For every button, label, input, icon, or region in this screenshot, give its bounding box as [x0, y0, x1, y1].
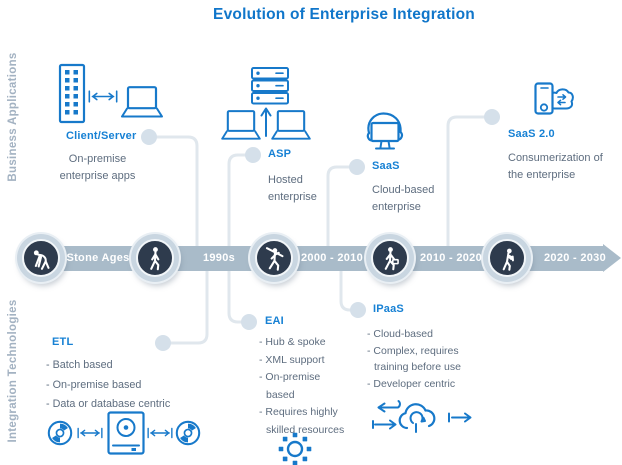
era-label-2000-2010: 2000 - 2010	[300, 252, 364, 264]
connector-client-server	[147, 135, 199, 254]
evolution-ape-icon	[22, 239, 60, 277]
label-saas-2-0: SaaS 2.0	[508, 128, 555, 140]
era-label-stone-ages: Stone Ages	[66, 252, 130, 264]
label-saas: SaaS	[372, 160, 400, 172]
bullets-eai: - Hub & spoke - XML support - On-premise…	[259, 334, 345, 439]
connector-ipaas	[339, 262, 360, 312]
bullet-item: - Developer centric	[367, 377, 456, 390]
connector-dot	[349, 159, 365, 175]
bullet-item: - Complex, requires training before use	[367, 344, 461, 374]
era-label-2010-2020: 2010 - 2020	[419, 252, 483, 264]
connector-dot	[141, 129, 157, 145]
database-transfer-icon	[46, 410, 202, 461]
server-with-two-laptops-icon	[220, 64, 312, 149]
connector-asp-eai	[227, 153, 255, 324]
connector-dot	[245, 147, 261, 163]
timeline-node-2000-2010	[250, 234, 298, 282]
desc-saas-2-0: Consumerization of the enterprise	[508, 152, 603, 182]
cloud-data-flow-icon	[369, 399, 475, 442]
evolution-early-human-icon	[136, 239, 174, 277]
connector-dot	[241, 314, 257, 330]
bullet-item: - Hub & spoke	[259, 336, 326, 348]
desc-asp: Hosted enterprise	[268, 174, 317, 204]
page-title: Evolution of Enterprise Integration	[213, 6, 475, 23]
label-asp: ASP	[268, 148, 292, 160]
label-client-server: Client/Server	[66, 130, 137, 142]
timeline-node-2010-2020	[366, 234, 414, 282]
label-etl: ETL	[52, 336, 74, 348]
mobile-cloud-sync-icon	[532, 82, 574, 123]
era-label-2020-2030: 2020 - 2030	[543, 252, 607, 264]
connector-dot	[484, 109, 500, 125]
bullets-etl: - Batch based - On-premise based - Data …	[46, 356, 196, 415]
cloud-monitor-icon	[362, 108, 408, 159]
desc-saas: Cloud-based enterprise	[372, 184, 435, 214]
connector-dot	[350, 302, 366, 318]
bullet-item: - On-premise based	[259, 371, 321, 401]
timeline-node-2020-2030	[483, 234, 531, 282]
connector-saas	[326, 165, 359, 254]
bullets-ipaas: - Cloud-based - Complex, requires traini…	[367, 326, 463, 392]
evolution-briefcase-man-icon	[371, 239, 409, 277]
timeline-arrow-icon	[603, 244, 621, 272]
connector-dot	[155, 335, 171, 351]
era-label-1990s: 1990s	[202, 252, 236, 264]
bullet-item: - Requires highly skilled resources	[259, 406, 345, 436]
evolution-phone-man-icon	[488, 239, 526, 277]
server-and-laptop-icon	[56, 62, 168, 133]
bullet-item: - XML support	[259, 353, 325, 366]
bullet-item: - Cloud-based	[367, 328, 433, 340]
label-eai: EAI	[265, 315, 284, 327]
hub-and-spoke-icon	[277, 431, 313, 465]
bullet-item: - Batch based	[46, 359, 113, 371]
bullet-item: - On-premise based	[46, 378, 142, 391]
timeline-node-stone-ages	[17, 234, 65, 282]
label-ipaas: IPaaS	[373, 303, 404, 315]
timeline-node-1990s	[131, 234, 179, 282]
desc-client-server: On-premise enterprise apps	[59, 153, 136, 183]
connector-saas2	[446, 115, 494, 254]
bullet-item: - Data or database centric	[46, 398, 171, 410]
evolution-hunter-icon	[255, 239, 293, 277]
connector-etl	[161, 262, 209, 345]
